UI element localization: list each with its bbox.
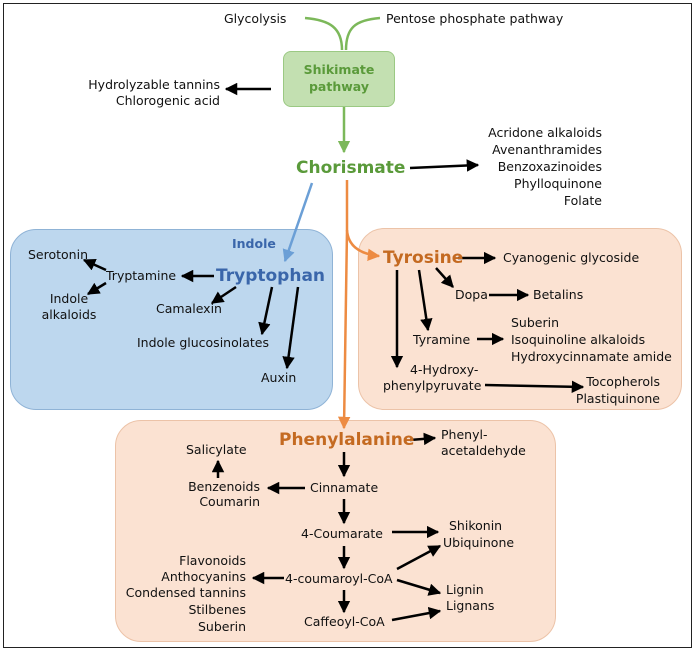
hydroxycinnamate-amide-label: Hydroxycinnamate amide <box>511 349 672 364</box>
tryptophan-region <box>10 229 333 410</box>
shikonin-label: Shikonin <box>449 518 503 533</box>
isoquinoline-alkaloids-label: Isoquinoline alkaloids <box>511 332 646 347</box>
indole-alkaloids-label-1: Indole <box>49 291 89 306</box>
plastiquinone-label: Plastiquinone <box>575 391 660 406</box>
anthocyanins-label: Anthocyanins <box>161 569 246 584</box>
serotonin-label: Serotonin <box>28 247 89 262</box>
chorismate-product: Avenanthramides <box>492 142 602 157</box>
diagram-frame <box>3 3 692 648</box>
phenylacetaldehyde-label-1: Phenyl- <box>441 427 488 442</box>
dopa-label: Dopa <box>455 287 488 302</box>
shikimate-label-1: Shikimate <box>303 62 375 77</box>
phenylalanine-label: Phenylalanine <box>279 430 415 450</box>
chorismate-product: Phylloquinone <box>514 176 602 191</box>
chlorogenic-acid-label: Chlorogenic acid <box>115 93 220 108</box>
chorismate-product: Acridone alkaloids <box>488 125 602 140</box>
suberin-label: Suberin <box>511 315 560 330</box>
salicylate-label: Salicylate <box>186 442 247 457</box>
pentose-label: Pentose phosphate pathway <box>386 11 564 26</box>
tyrosine-region <box>358 228 682 410</box>
hydroxyphenylpyruvate-label-1: 4-Hydroxy- <box>410 362 479 377</box>
indole-glucosinolates-label: Indole glucosinolates <box>137 335 269 350</box>
cinnamate-label: Cinnamate <box>310 480 379 495</box>
auxin-label: Auxin <box>261 370 297 385</box>
coumarate-label: 4-Coumarate <box>301 526 383 541</box>
phenylacetaldehyde-label-2: acetaldehyde <box>441 443 526 458</box>
chorismate-label: Chorismate <box>296 158 406 178</box>
coumaroyl-coa-label: 4-coumaroyl-CoA <box>285 571 393 586</box>
tyramine-label: Tyramine <box>413 332 471 347</box>
indole-label: Indole <box>232 236 276 251</box>
tyrosine-label: Tyrosine <box>383 248 464 268</box>
tocopherols-label: Tocopherols <box>586 374 660 389</box>
coumarin-label: Coumarin <box>199 494 260 509</box>
condensed-tannins-label: Condensed tannins <box>125 585 246 600</box>
stilbenes-label: Stilbenes <box>188 602 246 617</box>
shikimate-label-2: pathway <box>308 79 369 94</box>
phenylalanine-region <box>115 420 556 642</box>
chorismate-product: Folate <box>563 193 602 208</box>
caffeoyl-coa-label: Caffeoyl-CoA <box>304 614 385 629</box>
hydrolyzable-tannins-label: Hydrolyzable tannins <box>88 77 220 92</box>
chorismate-product: Benzoxazinoides <box>497 159 602 174</box>
glycolysis-label: Glycolysis <box>224 11 287 26</box>
suberin-phe-label: Suberin <box>197 619 246 634</box>
hydroxyphenylpyruvate-label-2: phenylpyruvate <box>383 378 482 393</box>
lignans-label: Lignans <box>446 598 495 613</box>
tryptophan-label: Tryptophan <box>216 266 326 286</box>
camalexin-label: Camalexin <box>156 301 222 316</box>
cyanogenic-glycoside-label: Cyanogenic glycoside <box>503 250 640 265</box>
lignin-label: Lignin <box>446 582 484 597</box>
shikimate-node <box>283 51 395 107</box>
ubiquinone-label: Ubiquinone <box>443 535 515 550</box>
betalins-label: Betalins <box>533 287 584 302</box>
benzenoids-label: Benzenoids <box>188 479 260 494</box>
flavonoids-label: Flavonoids <box>179 553 246 568</box>
indole-alkaloids-label-2: alkaloids <box>41 307 97 322</box>
tryptamine-label: Tryptamine <box>106 268 177 283</box>
